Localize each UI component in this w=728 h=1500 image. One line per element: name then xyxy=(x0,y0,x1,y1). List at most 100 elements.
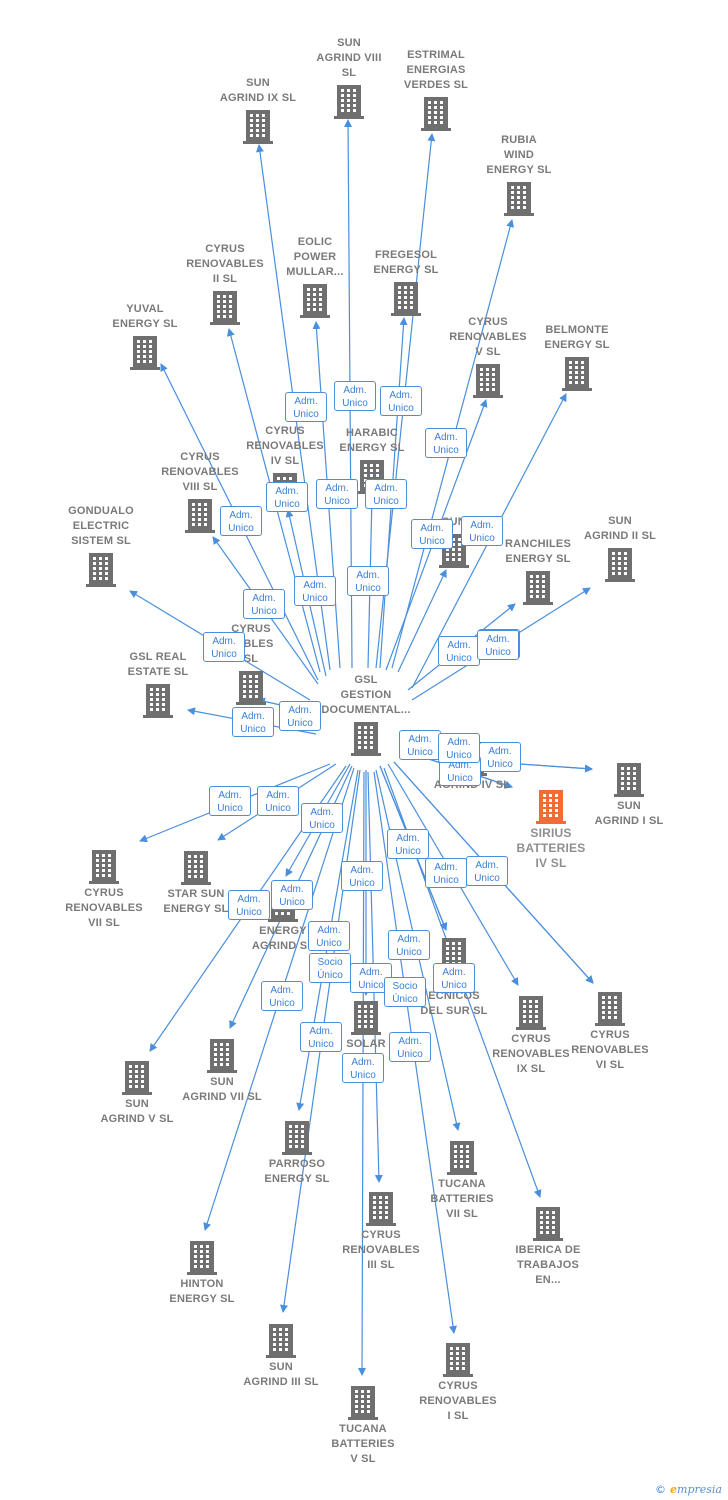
brand-logo-first-letter: e xyxy=(670,1483,678,1496)
node-label: EOLIC POWER MULLAR... xyxy=(286,236,344,278)
node-label: FREGESOL ENERGY SL xyxy=(373,249,439,276)
node-label: HINTON ENERGY SL xyxy=(169,1278,235,1305)
node-label: HARABIC ENERGY SL xyxy=(339,427,405,454)
node-label: CYRUS RENOVABLES IX SL xyxy=(492,1033,570,1075)
edge-badge-adm[interactable]: Adm. Unico xyxy=(228,890,270,920)
building-icon xyxy=(391,282,421,316)
footer-brand[interactable]: ©empresia xyxy=(655,1483,722,1496)
brand-logo-rest: mpresia xyxy=(677,1483,722,1496)
node-label: CYRUS RENOVABLES I SL xyxy=(419,1380,497,1422)
edge-badge-adm[interactable]: Adm. Unico xyxy=(209,786,251,816)
edge-badge-adm[interactable]: Adm. Unico xyxy=(308,921,350,951)
building-icon xyxy=(351,722,381,756)
node-label: SUN AGRIND VIII SL xyxy=(316,37,382,79)
building-icon xyxy=(595,992,625,1026)
building-icon xyxy=(181,851,211,885)
edge-badge-adm[interactable]: Adm. Unico xyxy=(301,803,343,833)
edge-badge-socio[interactable]: Socio Único xyxy=(309,953,351,983)
edge-badge-adm[interactable]: Adm. Unico xyxy=(438,636,480,666)
building-icon xyxy=(473,364,503,398)
edge-badge-adm[interactable]: Adm. Unico xyxy=(411,519,453,549)
node-label: BELMONTE ENERGY SL xyxy=(544,324,610,351)
edge-badge-adm[interactable]: Adm. Unico xyxy=(261,981,303,1011)
node-label: CYRUS RENOVABLES VIII SL xyxy=(161,451,239,493)
building-icon xyxy=(447,1141,477,1175)
edge-badge-adm[interactable]: Adm. Unico xyxy=(477,630,519,660)
node-label: STAR SUN ENERGY SL xyxy=(163,888,229,915)
edge-badge-adm[interactable]: Adm. Unico xyxy=(347,566,389,596)
node-label: CYRUS RENOVABLES VII SL xyxy=(65,887,143,929)
node-label: SUN AGRIND II SL xyxy=(583,515,657,542)
building-icon xyxy=(143,684,173,718)
building-icon xyxy=(562,357,592,391)
node-label: SIRIUS BATTERIES IV SL xyxy=(516,826,586,870)
building-icon xyxy=(504,182,534,216)
node-label: PARROSO ENERGY SL xyxy=(264,1158,330,1185)
node-label: CYRUS RENOVABLES IV SL xyxy=(246,425,324,467)
copyright-symbol: © xyxy=(655,1483,667,1496)
edge-badge-adm[interactable]: Adm. Unico xyxy=(479,742,521,772)
building-icon xyxy=(266,1324,296,1358)
node-label: SUN AGRIND V SL xyxy=(100,1098,174,1125)
edge-badge-adm[interactable]: Adm. Unico xyxy=(220,506,262,536)
edge-badge-adm[interactable]: Adm. Unico xyxy=(316,479,358,509)
edge-badge-adm[interactable]: Adm. Unico xyxy=(365,479,407,509)
node-label: IBERICA DE TRABAJOS EN... xyxy=(515,1244,581,1286)
node-label: TUCANA BATTERIES VII SL xyxy=(430,1178,494,1220)
edge-badge-adm[interactable]: Adm. Unico xyxy=(300,1022,342,1052)
edge-badge-adm[interactable]: Adm. Unico xyxy=(232,707,274,737)
building-icon xyxy=(130,336,160,370)
building-icon xyxy=(523,571,553,605)
node-label: GSL REAL ESTATE SL xyxy=(127,651,189,678)
building-icon xyxy=(351,1001,381,1035)
building-icon xyxy=(236,671,266,705)
building-icon xyxy=(122,1061,152,1095)
edge-badge-adm[interactable]: Adm. Unico xyxy=(341,861,383,891)
edge-badge-adm[interactable]: Adm. Unico xyxy=(425,428,467,458)
edge-badge-adm[interactable]: Adm. Unico xyxy=(279,701,321,731)
edge-badge-adm[interactable]: Adm. Unico xyxy=(257,786,299,816)
edge-badge-adm[interactable]: Adm. Unico xyxy=(342,1053,384,1083)
building-icon xyxy=(210,291,240,325)
edge-badge-adm[interactable]: Adm. Unico xyxy=(387,829,429,859)
edge-badge-adm[interactable]: Adm. Unico xyxy=(438,733,480,763)
edge-badge-adm[interactable]: Adm. Unico xyxy=(425,858,467,888)
node-label: RUBIA WIND ENERGY SL xyxy=(486,134,552,176)
edge-badge-adm[interactable]: Adm. Unico xyxy=(399,730,441,760)
building-icon xyxy=(516,996,546,1030)
node-label: CYRUS RENOVABLES VI SL xyxy=(571,1029,649,1071)
building-icon xyxy=(300,284,330,318)
building-icon xyxy=(334,85,364,119)
building-icon xyxy=(86,553,116,587)
node-label: YUVAL ENERGY SL xyxy=(112,303,178,330)
edge-badge-adm[interactable]: Adm. Unico xyxy=(271,880,313,910)
edge-badge-adm[interactable]: Adm. Unico xyxy=(461,516,503,546)
node-label: ESTRIMAL ENERGIAS VERDES SL xyxy=(403,49,469,91)
building-icon xyxy=(605,548,635,582)
edge-badge-adm[interactable]: Adm. Unico xyxy=(380,386,422,416)
node-center-label: GSL GESTION DOCUMENTAL... xyxy=(321,674,411,716)
edge-badge-adm[interactable]: Adm. Unico xyxy=(285,392,327,422)
edge-badge-adm[interactable]: Adm. Unico xyxy=(389,1032,431,1062)
edge-badge-adm[interactable]: Adm. Unico xyxy=(466,856,508,886)
edge-badge-adm[interactable]: Adm. Unico xyxy=(388,930,430,960)
edge-badge-adm[interactable]: Adm. Unico xyxy=(294,576,336,606)
edge-badge-adm[interactable]: Adm. Unico xyxy=(433,963,475,993)
building-icon xyxy=(533,1207,563,1241)
building-icon xyxy=(282,1121,312,1155)
building-icon xyxy=(243,110,273,144)
edge-badge-socio[interactable]: Socio Único xyxy=(384,977,426,1007)
edge-badge-adm[interactable]: Adm. Unico xyxy=(203,632,245,662)
node-label: CYRUS RENOVABLES III SL xyxy=(342,1229,420,1271)
edge-badge-adm[interactable]: Adm. Unico xyxy=(334,381,376,411)
edge-to-sunx xyxy=(397,569,447,673)
building-icon xyxy=(187,1241,217,1275)
edge-badge-adm[interactable]: Adm. Unico xyxy=(243,589,285,619)
edge-badge-adm[interactable]: Adm. Unico xyxy=(266,482,308,512)
node-label: CYRUS RENOVABLES V SL xyxy=(449,316,527,358)
node-label: TUCANA BATTERIES V SL xyxy=(331,1423,395,1465)
node-label: GONDUALO ELECTRIC SISTEM SL xyxy=(68,505,134,547)
building-icon xyxy=(207,1039,237,1073)
building-icon xyxy=(89,850,119,884)
building-icon xyxy=(185,499,215,533)
